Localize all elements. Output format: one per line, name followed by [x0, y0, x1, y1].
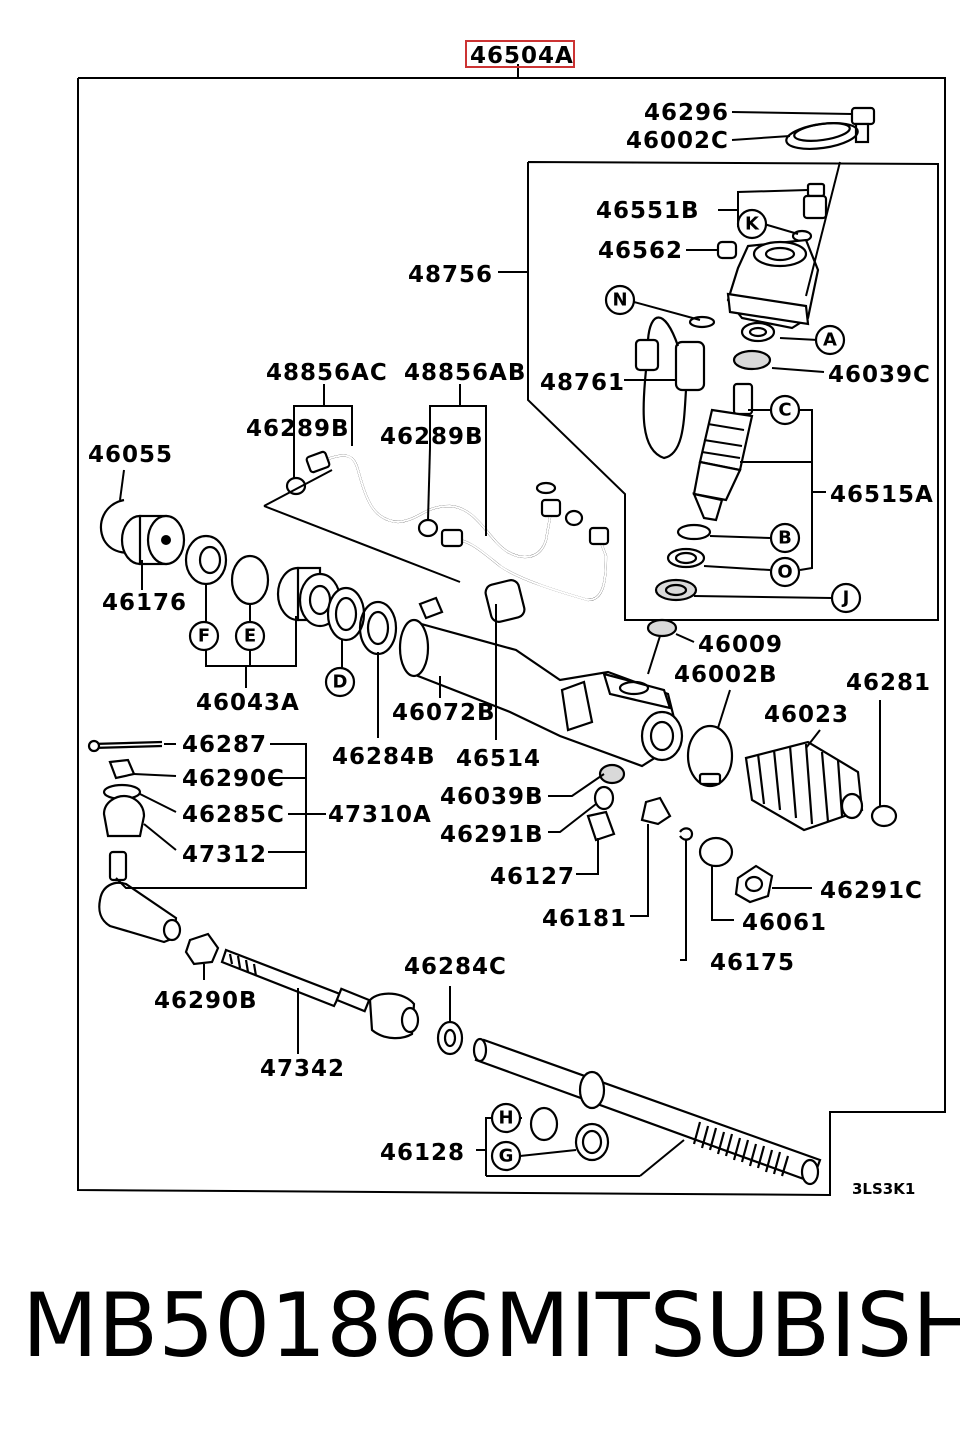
callout-c: C — [769, 394, 801, 426]
callout-a: A — [814, 324, 846, 356]
label-47342: 47342 — [260, 1056, 345, 1082]
label-46043A: 46043A — [196, 690, 300, 716]
callout-f: F — [188, 620, 220, 652]
label-46284C: 46284C — [404, 954, 507, 980]
callout-n: N — [604, 284, 636, 316]
inner-tie-rod-47342-art — [220, 948, 420, 1040]
label-46291C: 46291C — [820, 878, 923, 904]
steering-gear-exploded-diagram: 46504A — [77, 40, 946, 1198]
label-46002B: 46002B — [674, 662, 778, 688]
svg-text:D: D — [333, 672, 348, 693]
pinion-shaft-46515A-art — [692, 382, 754, 522]
label-48761: 48761 — [540, 370, 625, 396]
svg-text:O: O — [777, 562, 792, 583]
label-46551B: 46551B — [596, 198, 700, 224]
label-48856AB: 48856AB — [404, 360, 526, 386]
footer: MB501866 MITSUBISHI — [0, 1262, 960, 1452]
pinion-subassembly-frame — [527, 161, 939, 621]
svg-text:H: H — [498, 1108, 513, 1129]
label-46072B: 46072B — [392, 700, 496, 726]
pipe-48856AB-art — [440, 526, 610, 602]
label-46039B: 46039B — [440, 784, 544, 810]
label-46562: 46562 — [598, 238, 683, 264]
label-48756: 48756 — [408, 262, 493, 288]
label-47310A: 47310A — [328, 802, 432, 828]
brand-text: MITSUBISHI — [494, 1274, 960, 1377]
label-46023: 46023 — [764, 702, 849, 728]
callout-g: G — [490, 1140, 522, 1172]
label-46290C: 46290C — [182, 766, 285, 792]
label-46296: 46296 — [644, 100, 729, 126]
label-46039C: 46039C — [828, 362, 931, 388]
label-46281: 46281 — [846, 670, 931, 696]
tie-rod-end-47312-art — [98, 850, 182, 944]
svg-text:E: E — [244, 626, 256, 647]
svg-text:C: C — [778, 400, 791, 421]
svg-text:G: G — [499, 1146, 514, 1167]
label-46289B-left: 46289B — [246, 416, 350, 442]
label-48856AC: 48856AC — [266, 360, 388, 386]
assembly-label[interactable]: 46504A — [465, 40, 575, 69]
label-47312: 47312 — [182, 842, 267, 868]
part-number-text: MB501866 — [22, 1274, 495, 1377]
label-46175: 46175 — [710, 950, 795, 976]
label-46285C: 46285C — [182, 802, 285, 828]
label-46284B: 46284B — [332, 744, 436, 770]
label-46181: 46181 — [542, 906, 627, 932]
part-labels: 46296 46002C 46551B 46562 48756 48761 46… — [88, 100, 934, 1198]
svg-text:A: A — [823, 330, 837, 351]
label-46290B: 46290B — [154, 988, 258, 1014]
gear-housing-46072B-art — [398, 618, 684, 768]
callout-j: J — [830, 582, 862, 614]
callout-h: H — [490, 1102, 522, 1134]
label-46291B: 46291B — [440, 822, 544, 848]
callout-b: B — [769, 522, 801, 554]
bushing-46043A-art — [276, 566, 342, 628]
callouts: K N A C B O J F E D H G — [188, 208, 862, 1172]
clamp-46002C-art — [785, 122, 859, 150]
label-46128: 46128 — [380, 1140, 465, 1166]
boot-46023-art — [744, 740, 864, 832]
label-46009: 46009 — [698, 632, 783, 658]
pinion-housing-art — [726, 238, 820, 330]
bolt-46296-art — [850, 106, 876, 144]
label-46176: 46176 — [102, 590, 187, 616]
callout-o: O — [769, 556, 801, 588]
assembly-label-text: 46504A — [470, 43, 574, 69]
svg-text:B: B — [778, 528, 792, 549]
label-46002C: 46002C — [626, 128, 729, 154]
rack-46128-art — [472, 1037, 822, 1186]
pipe-48856AC-art — [305, 450, 562, 559]
reference-code: 3LS3K1 — [852, 1180, 915, 1198]
label-46515A: 46515A — [830, 482, 934, 508]
callout-k: K — [736, 208, 768, 240]
svg-text:K: K — [745, 214, 760, 235]
callout-d: D — [324, 666, 356, 698]
label-46514: 46514 — [456, 746, 541, 772]
callout-e: E — [234, 620, 266, 652]
end-cap-46176-art — [120, 514, 186, 566]
label-46055: 46055 — [88, 442, 173, 468]
label-46061: 46061 — [742, 910, 827, 936]
label-46287: 46287 — [182, 732, 267, 758]
label-46127: 46127 — [490, 864, 575, 890]
label-46289B-right: 46289B — [380, 424, 484, 450]
svg-text:F: F — [198, 626, 210, 647]
svg-text:N: N — [612, 290, 627, 311]
svg-text:J: J — [841, 588, 850, 609]
sensor-48761-art — [634, 316, 706, 460]
